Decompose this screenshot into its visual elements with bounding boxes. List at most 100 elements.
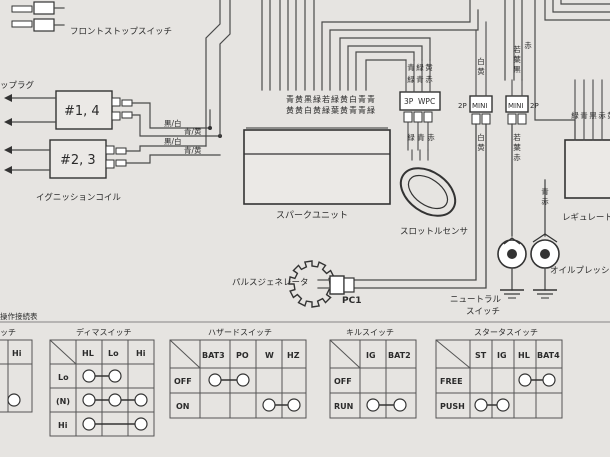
switch-table-partial: ッチ Hi: [0, 328, 33, 413]
mini-left-wire-label-top: 黄: [477, 66, 485, 76]
neutral-switch: ニュートラル スイッチ: [450, 237, 527, 317]
starter-title: スタータスイッチ: [474, 328, 538, 337]
spark-wire-label-top: 黄: [295, 94, 303, 104]
mini-right-wire-label-top: 黒: [513, 65, 521, 74]
oil-wire-label: 赤: [541, 197, 549, 206]
wire-coil14-a: 黒/白: [164, 118, 182, 128]
spark-wire-label-top: 若: [322, 94, 330, 104]
spark-unit: スパークユニット: [243, 127, 391, 221]
spark-wire-label-top: 緑: [313, 94, 321, 104]
hazard-row-off: OFF: [174, 377, 192, 386]
wire-coil23-a: 黒/白: [164, 136, 182, 146]
mini-connector-right: MINI 2P: [505, 79, 539, 237]
spark-wire-label-bottom: 黄: [340, 105, 348, 115]
spark-wire-label-bottom: 黄: [313, 105, 321, 115]
mini-right-wire-label-bottom: 葉: [513, 142, 521, 152]
dimmer-col-hi: Hi: [136, 349, 146, 358]
wire-coil23-b: 青/黄: [184, 145, 202, 155]
starter-row-push: PUSH: [440, 402, 465, 411]
kill-col-bat2: BAT2: [388, 351, 411, 360]
spark-wire-label-bottom: 緑: [367, 105, 375, 115]
oil-pressure-switch: オイルプレッシャス: [530, 179, 610, 299]
wpc-connector: 3P WPC: [399, 59, 441, 161]
starter-col-st: ST: [475, 351, 487, 360]
kill-switch-table: キルスイッチ IG BAT2 OFF RUN: [329, 328, 417, 419]
mini-connector-left: 2P MINI: [353, 21, 493, 289]
pulse-generator: パルスジェネレータ PC1: [232, 260, 361, 308]
wpc-wire-label-top: 青: [407, 62, 415, 72]
starter-col-ig: IG: [497, 351, 507, 360]
dimmer-col-lo: Lo: [108, 349, 119, 358]
spark-wire-label-top: 青: [358, 94, 366, 104]
coil-23-label: #2, 3: [60, 153, 96, 168]
kill-col-ig: IG: [366, 351, 376, 360]
mini-left-wire-label-bottom: 黄: [477, 142, 485, 152]
pulse-generator-label: パルスジェネレータ: [232, 278, 309, 288]
mini-left-wire-label-top: 白: [477, 56, 485, 66]
starter-switch-table: スタータスイッチ ST IG HL BAT4 FREE PUSH: [435, 328, 563, 419]
spark-wire-label-bottom: 葉: [331, 105, 339, 115]
spark-unit-wire-labels-bottom: 黄黄白黄緑葉黄青青緑: [286, 105, 375, 115]
regulator-wire-label: 赤: [598, 111, 606, 120]
spark-wire-label-top: 黄: [340, 94, 348, 104]
oil-pressure-label: オイルプレッシャス: [550, 266, 610, 276]
ignition-coil-23: #2, 3: [4, 139, 127, 179]
wpc-wire-labels: 青緑黄緑青赤緑青赤: [407, 62, 435, 142]
neutral-switch-label-2: スイッチ: [466, 307, 500, 317]
ignition-coil-label: イグニッションコイル: [36, 192, 121, 203]
front-stop-switch-label: フロントストップスイッチ: [70, 27, 172, 37]
hazard-col-w: W: [265, 351, 274, 360]
wpc-label: WPC: [418, 97, 435, 106]
spark-wire-label-top: 白: [349, 94, 357, 104]
wpc-wire-label-top: 黄: [425, 62, 433, 72]
regulator-wire-label: 黄: [607, 110, 610, 120]
dimmer-title: ディマスイッチ: [76, 327, 131, 337]
kill-row-run: RUN: [334, 402, 353, 411]
dimmer-row-lo: Lo: [58, 373, 69, 382]
starter-row-free: FREE: [440, 377, 463, 386]
mini-right-wire-label-top: 若: [513, 44, 521, 54]
hazard-col-po: PO: [236, 351, 249, 360]
spark-wire-label-bottom: 青: [358, 105, 366, 115]
mini-left-wire-label-bottom: 白: [477, 132, 485, 142]
throttle-sensor-label: スロットルセンサ: [400, 227, 468, 237]
spark-wire-label-top: 緑: [331, 94, 339, 104]
neutral-switch-label-1: ニュートラル: [450, 295, 502, 305]
dimmer-row-n: (N): [56, 397, 70, 406]
mini-right-wire-label-top2: 赤: [524, 41, 532, 50]
wpc-wire-label-top2: 赤: [425, 75, 433, 84]
wpc-wire-label-top: 緑: [416, 62, 424, 72]
harness-top: [205, 0, 610, 147]
spark-wire-label-bottom: 緑: [322, 105, 330, 115]
starter-col-bat4: BAT4: [537, 351, 560, 360]
wpc-wire-label-bottom: 緑: [407, 132, 415, 142]
spark-unit-wire-labels-top: 青黄黒緑若緑黄白青青: [286, 94, 375, 104]
spark-wire-label-bottom: 黄: [286, 105, 294, 115]
table-header-fragment: 操作接続表: [0, 311, 38, 321]
dimmer-col-hl: HL: [82, 349, 94, 358]
spark-wire-label-top: 青: [286, 94, 294, 104]
regulator-label: レギュレート レク: [562, 213, 610, 223]
hazard-row-on: ON: [176, 402, 190, 411]
partial-switch-col: Hi: [12, 349, 22, 358]
kill-title: キルスイッチ: [346, 328, 394, 337]
partial-switch-title: ッチ: [0, 328, 16, 337]
dimmer-switch-table: ディマスイッチ HL Lo Hi Lo (N) Hi: [49, 327, 155, 437]
ignition-coil-14: #1, 4: [4, 90, 133, 130]
wpc-wire-label-top2: 緑: [407, 74, 415, 84]
starter-col-hl: HL: [518, 351, 530, 360]
mini-left-label: MINI: [472, 102, 487, 110]
spark-wire-label-bottom: 白: [304, 105, 312, 115]
pc1-label: PC1: [342, 296, 361, 306]
dimmer-row-hi: Hi: [58, 421, 68, 430]
spark-wire-label-top: 黒: [304, 95, 312, 104]
regulator-wire-labels: 緑青黒赤黄: [571, 110, 610, 120]
wpc-wire-label-top2: 青: [416, 74, 424, 84]
mini-right-label: MINI: [508, 102, 523, 110]
mini-right-wire-label-bottom: 赤: [513, 153, 521, 162]
wpc-3p: 3P: [404, 97, 414, 106]
wire-coil14-b: 青/黄: [184, 126, 202, 136]
